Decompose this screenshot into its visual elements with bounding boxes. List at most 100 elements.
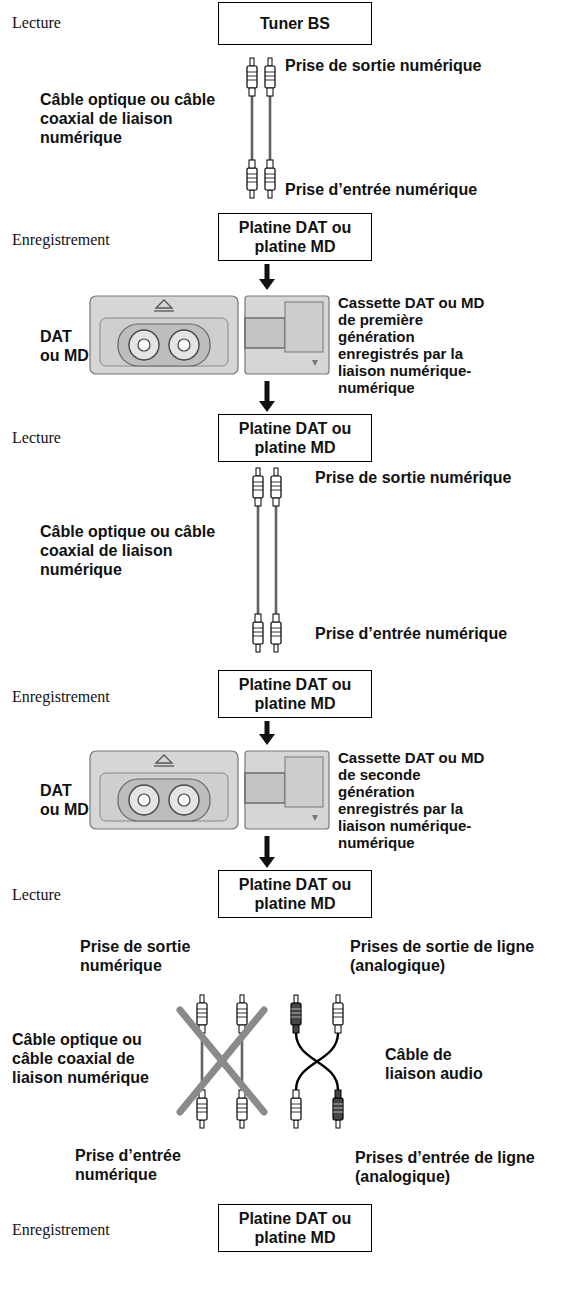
media-note: Cassette DAT ou MD de première génératio… (338, 294, 490, 396)
plug-grip (333, 1017, 343, 1018)
plug-grip (265, 182, 275, 183)
jack-label: Prise de sortie numérique (80, 937, 230, 975)
arrow-shaft (265, 836, 270, 858)
cable-cord (251, 96, 253, 160)
plug-grip (333, 1112, 343, 1113)
cable-label: Câble optique ou câble coaxial de liaiso… (40, 522, 216, 579)
plug-neck (273, 614, 279, 622)
jack-label: Prise d’entrée numérique (285, 180, 560, 199)
plug-tip (336, 995, 340, 1003)
plug-tip (268, 58, 272, 66)
plug-neck (293, 1090, 299, 1098)
plug-body (197, 1003, 207, 1025)
cable-cord-highlight (258, 506, 259, 614)
arrow-head (259, 857, 275, 868)
plug-grip (265, 76, 275, 77)
plug-tip (250, 58, 254, 66)
cable-label: Câble optique ou câble coaxial de liaiso… (40, 90, 216, 147)
step-label: Lecture (12, 13, 132, 32)
plug-grip (253, 632, 263, 633)
dat-reel (129, 330, 159, 360)
plug-grip (253, 636, 263, 637)
plug-body (291, 1003, 301, 1025)
plug-grip (265, 72, 275, 73)
plug-grip (265, 174, 275, 175)
plug-grip (333, 1108, 343, 1109)
box-label: Platine DAT ou platine MD (225, 875, 365, 913)
dat-window (100, 773, 228, 821)
plug-neck (255, 498, 261, 506)
plug-grip (333, 1009, 343, 1010)
step-label: Enregistrement (12, 1220, 212, 1239)
plug-grip (291, 1104, 301, 1105)
cable-cord-highlight (252, 96, 253, 160)
plug-tip (336, 1120, 340, 1128)
plug-neck (249, 160, 255, 168)
plug-grip (271, 490, 281, 491)
cable-cord (275, 506, 277, 614)
plug-grip (253, 486, 263, 487)
dat-reel-window (118, 324, 210, 366)
plug-grip (291, 1108, 301, 1109)
plug-tip (268, 190, 272, 198)
plug-grip (291, 1112, 301, 1113)
plug-body (291, 1098, 301, 1120)
dat-reel (129, 785, 159, 815)
plug-body (253, 476, 263, 498)
plug-tip (240, 1120, 244, 1128)
dat-cassette (90, 751, 238, 829)
plug-grip (197, 1104, 207, 1105)
flow-arrow (259, 721, 275, 868)
device-box: Tuner BS (218, 2, 372, 45)
plug-body (197, 1098, 207, 1120)
md-shutter (245, 318, 285, 348)
plug-neck (249, 88, 255, 96)
media-label: DAT ou MD (40, 327, 90, 365)
plug-body (265, 168, 275, 190)
device-box: Platine DAT ou platine MD (218, 414, 372, 462)
arrow-head (259, 279, 275, 290)
plug-grip (333, 1104, 343, 1105)
plug-grip (271, 632, 281, 633)
step-label: Enregistrement (12, 230, 212, 249)
cable-label: Câble de liaison audio (385, 1045, 505, 1083)
plug-grip (197, 1112, 207, 1113)
plug-tip (294, 995, 298, 1003)
md-arrow-mark (312, 360, 318, 366)
dat-window (100, 318, 228, 366)
dat-reel-hub (178, 794, 190, 806)
plug-tip (200, 995, 204, 1003)
box-label: Tuner BS (225, 14, 365, 33)
md-disc (245, 751, 329, 829)
device-box: Platine DAT ou platine MD (218, 870, 372, 918)
plug-body (237, 1003, 247, 1025)
plug-grip (247, 76, 257, 77)
plug-neck (293, 1025, 299, 1033)
plug-grip (291, 1013, 301, 1014)
plug-grip (237, 1112, 247, 1113)
plug-tip (274, 644, 278, 652)
plug-grip (237, 1104, 247, 1105)
plug-neck (267, 88, 273, 96)
plug-body (237, 1098, 247, 1120)
dat-triangle-base (154, 310, 174, 311)
plug-tip (200, 1120, 204, 1128)
md-label-area (285, 757, 323, 807)
jack-label: Prises d’entrée de ligne (analogique) (355, 1148, 560, 1186)
plug-tip (274, 468, 278, 476)
dat-reel-window (118, 779, 210, 821)
plug-grip (237, 1017, 247, 1018)
plug-grip (197, 1017, 207, 1018)
plug-grip (247, 178, 257, 179)
plug-grip (265, 80, 275, 81)
plug-tip (294, 1120, 298, 1128)
media-note: Cassette DAT ou MD de seconde génération… (338, 749, 490, 851)
plug-body (247, 66, 257, 88)
box-label: Platine DAT ou platine MD (225, 218, 365, 256)
plug-body (265, 66, 275, 88)
arrow-shaft (265, 381, 270, 402)
plug-grip (197, 1009, 207, 1010)
plug-grip (237, 1009, 247, 1010)
